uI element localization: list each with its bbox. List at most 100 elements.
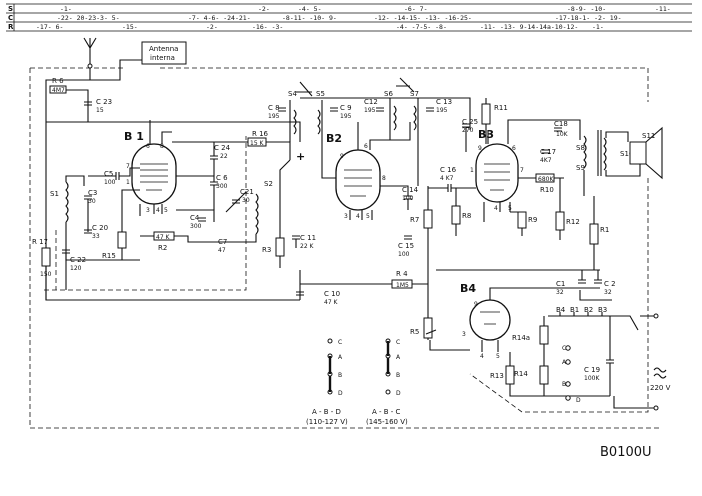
capacitor-c22-value: 120 bbox=[70, 265, 82, 272]
header-c-entry: -7- 4-6- -24-21- bbox=[188, 14, 251, 22]
capacitor-c25-ref: C 25 bbox=[462, 118, 478, 126]
tube-b4-pin-9: 9 bbox=[474, 301, 478, 308]
resistor-r2-ref: R2 bbox=[158, 244, 167, 252]
capacitor-c14-ref: C 14 bbox=[402, 186, 419, 194]
capacitor-c4-ref: C4 bbox=[190, 214, 200, 222]
resistor-r6-ref: R 6 bbox=[52, 77, 64, 85]
tube-b1-pin-4: 4 bbox=[156, 207, 160, 214]
header-c-entry: -22- 20-23-3- 5- bbox=[57, 14, 120, 22]
capacitor-c18-value: 10K bbox=[556, 131, 569, 138]
filament-b3-label: B3 bbox=[598, 306, 607, 314]
capacitor-c19-value: 100K bbox=[584, 375, 600, 382]
tube-b3-pin-9: 9 bbox=[478, 145, 482, 152]
config-145-title: A - B - C bbox=[372, 408, 401, 416]
resistor-r7-ref: R7 bbox=[410, 216, 419, 224]
capacitor-c5-value: 100 bbox=[104, 179, 116, 186]
tube-b2-pin-8: 8 bbox=[382, 175, 386, 182]
tube-b4-label: B4 bbox=[460, 282, 476, 295]
front-end: S1 C3 30 C5 100 C 20 33 C 22 120 R 17 15… bbox=[32, 167, 300, 301]
config-110-title: A - B - D bbox=[312, 408, 341, 416]
config-145-range: (145-160 V) bbox=[366, 418, 408, 426]
switch-pos-c: C bbox=[562, 345, 566, 352]
header-r-entry: -16- -3- bbox=[252, 23, 283, 31]
capacitor-c11-ref: C 11 bbox=[300, 234, 316, 242]
capacitor-c24-ref: C 24 bbox=[214, 144, 231, 152]
resistor-r11-ref: R11 bbox=[494, 104, 508, 112]
capacitor-c16-ref: C 16 bbox=[440, 166, 457, 174]
coil-s9-label: S9 bbox=[576, 164, 585, 172]
config-145-pos: C bbox=[396, 339, 400, 346]
config-145-pos: A bbox=[396, 354, 401, 361]
config-110-range: (110-127 V) bbox=[306, 418, 348, 426]
header-r-entry: -17- 6- bbox=[36, 23, 63, 31]
filament-b4-label: B4 bbox=[556, 306, 566, 314]
resistor-r4-ref: R 4 bbox=[396, 270, 408, 278]
capacitor-c6-value: 300 bbox=[216, 183, 228, 190]
antenna-label: Antenna bbox=[149, 45, 178, 53]
model-code: B0100U bbox=[600, 445, 652, 460]
resistor-r13 bbox=[505, 365, 515, 385]
coil-s8 bbox=[583, 135, 587, 169]
header-s-entry: -2- bbox=[258, 5, 270, 13]
coil-s8-label: S8 bbox=[576, 144, 585, 152]
config-110-pos: D bbox=[338, 390, 343, 397]
tube-b1: B 1 6 8 7 1 3 4 5 bbox=[124, 120, 177, 216]
resistor-r14a bbox=[539, 325, 549, 345]
tube-b1-pin-3: 3 bbox=[146, 207, 150, 214]
tube-b4-pin-5: 5 bbox=[496, 353, 500, 360]
resistor-r9-ref: R9 bbox=[528, 216, 537, 224]
ac-symbol bbox=[653, 367, 667, 379]
if-transformer-1: S4 S5 C 8 195 C 9 195 + bbox=[268, 81, 352, 179]
resistor-r17-ref: R 17 bbox=[32, 238, 48, 246]
resistor-r4-value: 1M5 bbox=[396, 282, 409, 289]
if-transformer-2: S6 S7 C12 195 C 13 195 bbox=[300, 77, 471, 186]
antenna-label: interna bbox=[150, 54, 175, 62]
oscillator-section: R 16 15 K C 24 22 C 6 300 C4 300 C7 47 C… bbox=[140, 130, 316, 268]
resistor-r11 bbox=[481, 103, 491, 125]
capacitor-c19-ref: C 19 bbox=[584, 366, 600, 374]
config-145: C A B D A - B - C (145-160 V) bbox=[366, 338, 408, 426]
resistor-r2-value: 47 K bbox=[156, 234, 171, 241]
tube-b2-pin-6: 6 bbox=[364, 143, 368, 150]
tube-b1-pin-7: 7 bbox=[126, 163, 130, 170]
tube-b1-pin-6: 6 bbox=[146, 143, 150, 150]
header-s-entry: -6- 7- bbox=[404, 5, 427, 13]
chassis-outline bbox=[29, 67, 662, 429]
capacitor-c25-value: 270 bbox=[462, 127, 474, 134]
coil-s7 bbox=[413, 105, 417, 131]
capacitor-c21-value: 30 bbox=[242, 197, 250, 204]
coil-s4-label: S4 bbox=[288, 90, 297, 98]
header-r-entry: -11- bbox=[480, 23, 496, 31]
resistor-r17 bbox=[41, 247, 51, 267]
resistor-r15-ref: R15 bbox=[102, 252, 116, 260]
tube-b2-pin-9: 9 bbox=[340, 153, 344, 160]
resistor-r12 bbox=[555, 211, 565, 231]
power-rail: C 10 47 K R 4 1M5 C1 32 C 2 32 R5 bbox=[296, 269, 616, 351]
resistor-r5-ref: R5 bbox=[410, 328, 419, 336]
header-c-entry: -17-18-1- -2- 19- bbox=[555, 14, 622, 22]
capacitor-c24-value: 22 bbox=[220, 153, 228, 160]
capacitor-c3-value: 30 bbox=[88, 198, 96, 205]
capacitor-c1-value: 32 bbox=[556, 289, 564, 296]
resistor-r10-value: 680K bbox=[538, 176, 554, 183]
header-r-entry: -13- 9-14-14a-10-12- bbox=[500, 23, 578, 31]
coil-s10-label: S10 bbox=[620, 150, 633, 158]
resistor-r12-ref: R12 bbox=[566, 218, 580, 226]
capacitor-c12-value: 195 bbox=[364, 107, 376, 114]
mains-terminal bbox=[653, 313, 659, 319]
capacitor-c4-value: 300 bbox=[190, 223, 202, 230]
resistor-r3 bbox=[275, 237, 285, 257]
config-145-pos: D bbox=[396, 390, 401, 397]
capacitor-c1-ref: C1 bbox=[556, 280, 565, 288]
speaker-cone bbox=[645, 126, 663, 180]
tube-b1-pin-1: 1 bbox=[126, 179, 130, 186]
tube-b2-pin-4: 4 bbox=[356, 213, 360, 220]
coil-s10 bbox=[603, 137, 607, 171]
resistor-r14-ref: R14 bbox=[514, 370, 528, 378]
config-145-pos: B bbox=[396, 372, 400, 379]
resistor-r9 bbox=[517, 211, 527, 229]
capacitor-c8-value: 195 bbox=[268, 113, 280, 120]
capacitor-c9-ref: C 9 bbox=[340, 104, 352, 112]
header-key-s: S bbox=[8, 5, 13, 13]
capacitor-c13-ref: C 13 bbox=[436, 98, 452, 106]
